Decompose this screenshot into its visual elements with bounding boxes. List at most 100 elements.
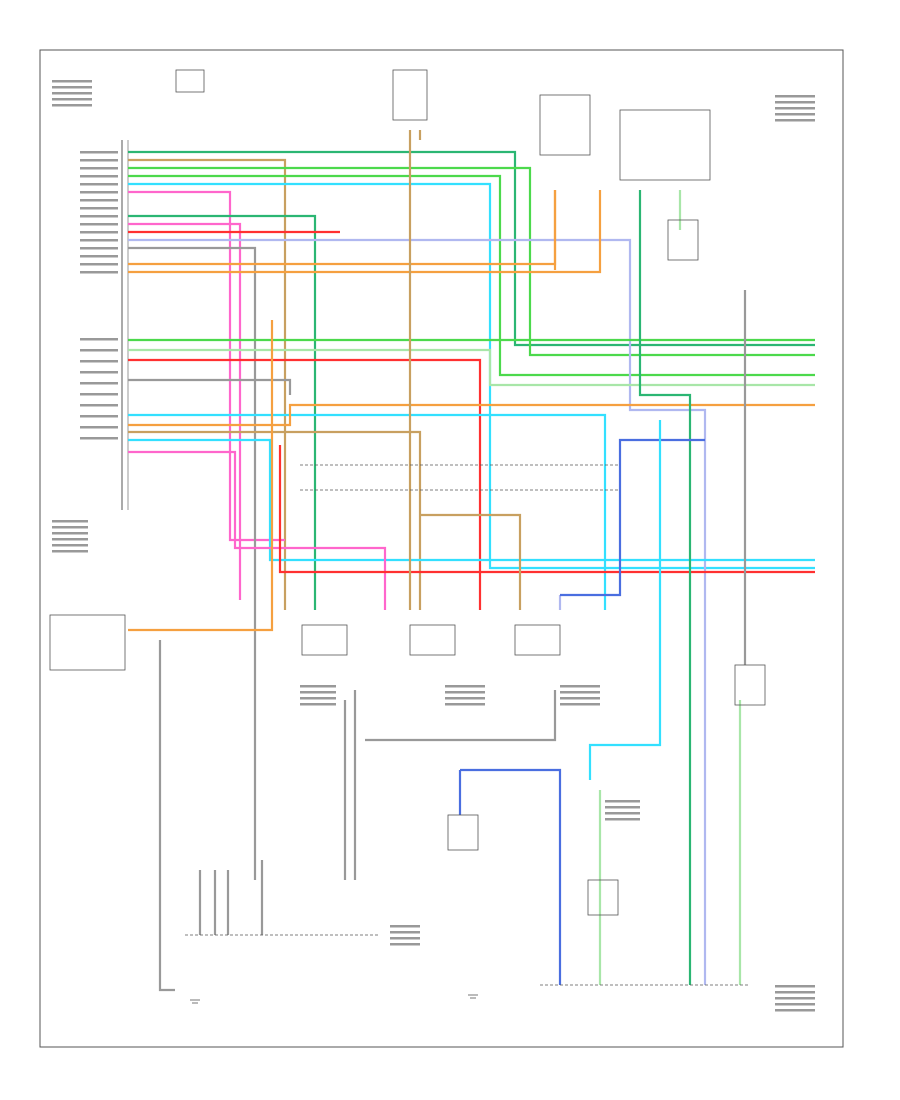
bottom-right-label-mark [775, 1003, 815, 1006]
top-right-label-mark [775, 113, 815, 116]
bottom-right-label-mark [775, 991, 815, 994]
splice-label-mark [390, 925, 420, 928]
switch-label-mark [605, 806, 640, 809]
pin-label-mark [80, 349, 118, 352]
wire-1 [128, 158, 287, 610]
actuator-label-mark [560, 703, 600, 706]
wire-23 [128, 320, 274, 632]
wire-16 [128, 378, 292, 395]
wire-17 [128, 413, 607, 610]
pin-label-mark [80, 255, 118, 258]
wire-40 [365, 690, 557, 742]
pin-label-mark [80, 207, 118, 210]
wire-9 [128, 238, 707, 985]
wire-group [128, 130, 815, 992]
wire-12 [128, 190, 602, 274]
wire-6 [128, 214, 317, 610]
pin-label-mark [80, 404, 118, 407]
pressure-switch-1 [447, 814, 479, 851]
relay-box-2 [619, 109, 711, 181]
pin-label-mark [80, 271, 118, 274]
wire-15 [128, 358, 482, 610]
wire-10 [128, 246, 257, 880]
wire-20 [128, 438, 815, 562]
module-name-mark [52, 544, 88, 547]
pin-label-mark [80, 199, 118, 202]
wire-24 [420, 513, 522, 610]
top-left-label-mark [52, 98, 92, 101]
wire-3 [128, 174, 815, 377]
actuator-label-mark [300, 697, 336, 700]
relay-box-1 [539, 94, 591, 156]
wire-19 [128, 430, 422, 610]
actuator-1 [301, 624, 348, 656]
actuator-3 [514, 624, 561, 656]
pin-label-mark [80, 159, 118, 162]
wire-37 [158, 640, 175, 992]
bottom-right-label-mark [775, 1009, 815, 1012]
pin-label-mark [80, 231, 118, 234]
bottom-right-label-mark [775, 985, 815, 988]
wire-5 [128, 190, 285, 542]
pin-label-mark [80, 382, 118, 385]
top-right-label-mark [775, 119, 815, 122]
pin-label-mark [80, 183, 118, 186]
pin-label-mark [80, 215, 118, 218]
wire-7 [128, 222, 242, 600]
component-group [49, 69, 766, 1004]
actuator-2 [409, 624, 456, 656]
module-name-mark [52, 550, 88, 553]
pin-label-mark [80, 360, 118, 363]
actuator-label-mark [560, 697, 600, 700]
pin-label-mark [80, 175, 118, 178]
ground-symbol-center [468, 994, 478, 999]
top-sensor-component [175, 69, 205, 93]
actuator-label-mark [300, 703, 336, 706]
ground-symbol-left [190, 999, 200, 1004]
top-left-label-mark [52, 92, 92, 95]
wire-34 [460, 768, 562, 985]
pin-label-mark [80, 371, 118, 374]
wire-32 [588, 420, 662, 780]
module-connector-strip [121, 140, 129, 510]
wire-2 [128, 166, 815, 357]
splice-label-mark [390, 943, 420, 946]
pressure-switch-2 [587, 879, 619, 916]
pin-label-mark [80, 263, 118, 266]
actuator-label-mark [445, 685, 485, 688]
left-relay-component [49, 614, 126, 671]
top-left-label-mark [52, 80, 92, 83]
pin-label-mark [80, 223, 118, 226]
wire-0 [128, 150, 815, 347]
actuator-label-mark [560, 691, 600, 694]
splice-label-mark [390, 931, 420, 934]
wire-21 [128, 450, 387, 610]
top-right-label-mark [775, 107, 815, 110]
pin-label-mark [80, 415, 118, 418]
pin-label-mark [80, 239, 118, 242]
actuator-label-mark [560, 685, 600, 688]
compressor-component [667, 219, 699, 261]
wire-22 [278, 445, 815, 574]
top-left-label-mark [52, 104, 92, 107]
pin-label-mark [80, 247, 118, 250]
pin-label-mark [80, 167, 118, 170]
pin-label-mark [80, 426, 118, 429]
actuator-label-mark [300, 691, 336, 694]
module-name-mark [52, 538, 88, 541]
wire-14 [128, 348, 815, 387]
switch-label-mark [605, 818, 640, 821]
splice-label-mark [390, 937, 420, 940]
module-name-mark [52, 526, 88, 529]
wire-18 [128, 403, 815, 427]
pin-label-mark [80, 191, 118, 194]
pin-label-mark [80, 437, 118, 440]
switch-label-mark [605, 800, 640, 803]
module-name-mark [52, 520, 88, 523]
actuator-label-mark [445, 691, 485, 694]
pin-label-mark [80, 151, 118, 154]
actuator-label-mark [445, 697, 485, 700]
top-right-label-mark [775, 101, 815, 104]
actuator-label-mark [300, 685, 336, 688]
